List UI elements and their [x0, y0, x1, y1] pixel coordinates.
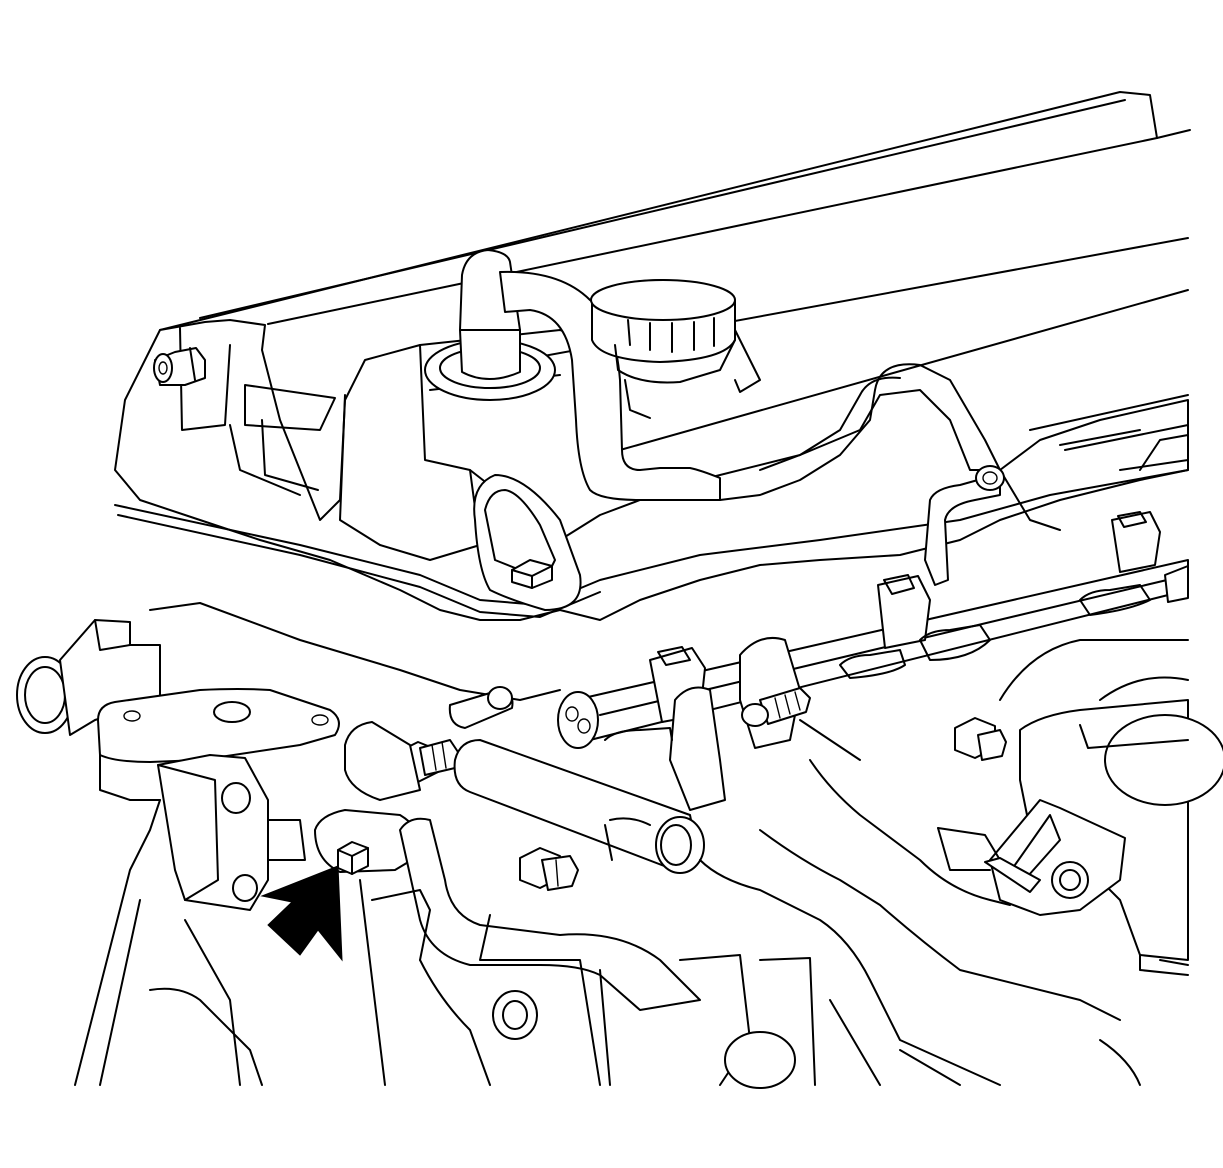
breather-hose: [424, 249, 1061, 531]
upper-pipe: [344, 721, 421, 801]
injector-3: [1111, 511, 1161, 573]
injector-2: [877, 574, 931, 649]
pcv-fitting: [924, 465, 1005, 586]
coolant-outlet-flange: [473, 474, 582, 611]
coolant-pipe: [453, 739, 705, 874]
small-bypass-pipe: [448, 686, 514, 729]
indicator-arrow-icon: [260, 865, 343, 962]
bracket-bolt: [314, 809, 422, 875]
stud-lower-1: [397, 739, 459, 783]
stud-lower-2: [519, 847, 579, 891]
engine-block: [74, 639, 1189, 1089]
stud-lower-4: [1164, 565, 1189, 603]
cylinder-head-right: [604, 434, 1189, 741]
water-outlet-flange: [97, 688, 340, 801]
heater-hose: [399, 719, 1121, 1086]
stud-lower-3: [954, 717, 1007, 761]
bolt-top: [511, 559, 553, 589]
valve-cover: [114, 91, 1191, 701]
oil-filler-cap: [590, 279, 761, 419]
mounting-boss: [157, 754, 306, 911]
stud-rail: [741, 687, 811, 727]
gasket-tab: [984, 857, 1041, 893]
cover-stud: [153, 347, 206, 386]
